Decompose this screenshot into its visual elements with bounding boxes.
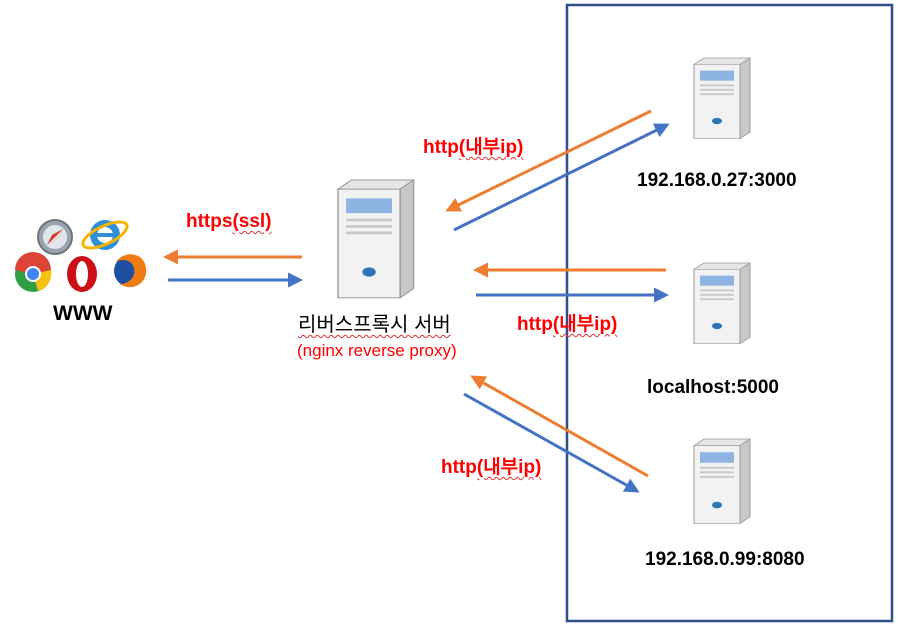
middle-link-protocol: http bbox=[517, 314, 553, 335]
client-proxy-protocol: https bbox=[186, 211, 233, 232]
backend-group-frame bbox=[565, 3, 894, 623]
top-link-label: http(내부ip) bbox=[423, 132, 523, 159]
backend-address-bottom: 192.168.0.99:8080 bbox=[645, 549, 805, 570]
opera-icon bbox=[67, 256, 97, 292]
proxy-subtitle: (nginx reverse proxy) bbox=[297, 341, 457, 360]
top-link-protocol: http bbox=[423, 137, 459, 158]
client-label: WWW bbox=[53, 302, 113, 325]
backend-server-icon-bottom bbox=[693, 438, 751, 524]
proxy-server-icon bbox=[337, 179, 415, 299]
arrow-proxy-to-top-backend bbox=[453, 123, 670, 232]
safari-icon bbox=[37, 219, 73, 255]
client-proxy-detail: (ssl) bbox=[232, 211, 272, 232]
chrome-icon bbox=[15, 252, 52, 292]
backend-address-middle: localhost:5000 bbox=[647, 377, 779, 398]
bottom-link-label: http(내부ip) bbox=[441, 452, 541, 479]
middle-link-detail: (내부ip) bbox=[552, 314, 618, 335]
backend-server-icon-middle bbox=[693, 262, 751, 345]
bottom-link-protocol: http bbox=[441, 457, 477, 478]
internet-explorer-icon bbox=[81, 220, 129, 250]
backend-server-icon-top bbox=[693, 57, 751, 140]
arrow-bottom-backend-to-proxy bbox=[470, 375, 649, 478]
proxy-title: 리버스프록시 서버 bbox=[298, 314, 451, 336]
arrow-proxy-to-bottom-backend bbox=[463, 392, 640, 493]
middle-link-label: http(내부ip) bbox=[517, 309, 617, 336]
client-proxy-link-label: https(ssl) bbox=[186, 211, 272, 233]
arrow-top-backend-to-proxy bbox=[445, 109, 652, 212]
bottom-link-detail: (내부ip) bbox=[476, 457, 542, 478]
backend-address-top: 192.168.0.27:3000 bbox=[637, 170, 797, 191]
firefox-icon bbox=[114, 254, 147, 288]
top-link-detail: (내부ip) bbox=[458, 137, 524, 158]
